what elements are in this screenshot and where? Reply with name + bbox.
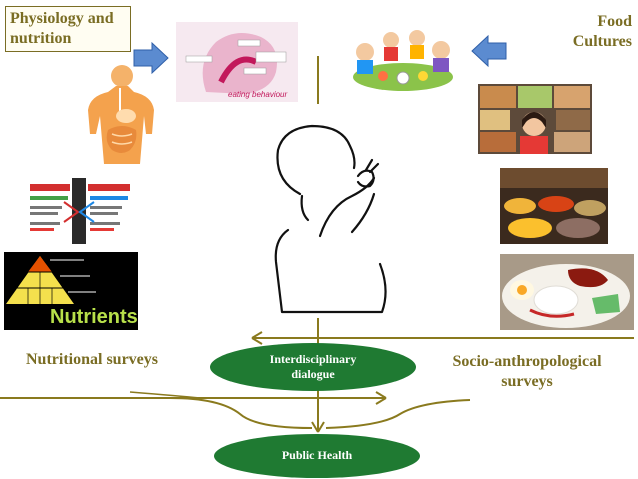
interdisciplinary-dialogue-label: Interdisciplinary dialogue [250,352,376,382]
eating-behaviour-caption: eating behaviour [228,90,288,99]
nutrients-pyramid-picture: Nutrients [4,252,138,330]
digestive-system-picture [82,64,158,168]
label-socio-surveys-text: Socio-anthropological surveys [452,353,602,390]
interdisciplinary-ellipse [210,343,416,391]
family-meal-picture [343,22,463,96]
macro-micro-nutrient-picture [24,172,136,248]
interdisciplinary-dialogue-text: Interdisciplinary dialogue [269,352,357,381]
label-physiology-nutrition: Physiology and nutrition [5,6,131,52]
label-food-cultures: Food Cultures [540,12,632,52]
blue-arrow-right [133,41,169,75]
label-nutritional-surveys-text: Nutritional surveys [26,351,158,368]
curve-left-converge [169,397,313,429]
label-physiology-text: Physiology and nutrition [10,10,114,47]
curve-far-left [129,391,201,399]
culture-feed-arrowhead [251,331,263,345]
eating-person-figure [274,124,387,314]
food-photo-collage [478,84,592,154]
eating-behaviour-picture: eating behaviour [176,22,298,102]
nutrition-feed-arrowhead [375,391,387,405]
nutrients-word: Nutrients [50,306,138,328]
label-nutritional-surveys: Nutritional surveys [26,350,206,370]
blue-arrow-left [471,34,507,68]
public-health-label: Public Health [250,448,384,463]
public-health-ellipse [214,434,420,478]
food-buffet-picture [500,168,608,244]
label-food-cultures-text: Food Cultures [572,13,632,50]
rice-dish-picture [500,254,634,330]
label-socio-anthropological: Socio-anthropological surveys [428,352,626,392]
dialogue-health-arrowhead [311,421,325,433]
curve-right-converge [325,399,471,429]
public-health-text: Public Health [281,448,353,462]
